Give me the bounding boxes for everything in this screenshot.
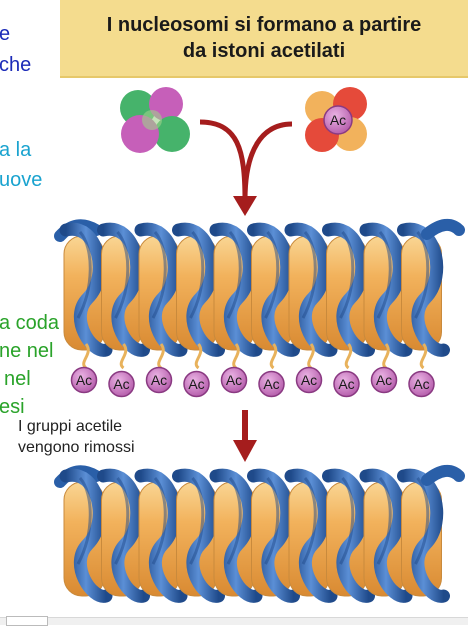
- dna-wrap-shade: [414, 231, 430, 319]
- histone-tail: [119, 343, 128, 370]
- merge-arrow: [199, 119, 293, 216]
- dna-wrap-shade: [76, 231, 92, 319]
- dna-wrap: [97, 468, 150, 603]
- acetylated-histone-octamer-icon: Ac: [305, 87, 367, 152]
- dna-wrap-shade: [114, 477, 130, 565]
- dna-wrap-shade: [76, 477, 92, 565]
- left-text-fragment-8: esi: [0, 396, 25, 418]
- left-text-fragment-2: che: [0, 54, 32, 76]
- dna-wrap-shade: [264, 477, 280, 565]
- histone-octamer-icon: [120, 87, 190, 153]
- deacetylation-arrow: [233, 410, 257, 462]
- dna-wrap-shade: [376, 231, 392, 319]
- dna-wrap-shade: [414, 477, 430, 565]
- acetyl-group-marker: [295, 366, 323, 394]
- dna-wrap: [322, 468, 375, 603]
- acetyl-marker-label: Ac: [188, 376, 204, 392]
- dna-wrap: [172, 468, 225, 603]
- dna-wrap: [359, 468, 413, 603]
- acetyl-group-marker: [183, 370, 210, 398]
- dna-wrap-shade: [114, 231, 130, 319]
- acetyl-marker-label: Ac: [113, 376, 129, 392]
- acetyl-marker-label: Ac: [376, 372, 392, 388]
- deacetylated-chromatin-fiber: [54, 464, 465, 603]
- left-text-fragment-1: e: [0, 23, 11, 45]
- histone-tail: [382, 343, 390, 370]
- dna-wrap-shade: [264, 231, 280, 319]
- dna-wrap-shade: [189, 477, 205, 565]
- left-text-fragment-3: a la: [0, 139, 32, 161]
- dna-wrap-shade: [339, 231, 355, 319]
- dna-wrap-shade: [151, 477, 167, 565]
- acetyl-marker-label: Ac: [338, 376, 354, 392]
- title-line-1: I nucleosomi si formano a partire: [106, 14, 422, 36]
- histone-tail: [419, 343, 428, 370]
- dna-wrap-shade: [226, 231, 242, 319]
- dna-end-right: [421, 218, 465, 240]
- acetyl-marker-label: Ac: [413, 376, 429, 392]
- dna-wrap: [247, 222, 300, 357]
- dna-wrap: [209, 468, 263, 603]
- caption-line-1: I gruppi acetile: [18, 418, 123, 435]
- acetyl-label: Ac: [330, 112, 346, 128]
- dna-wrap: [284, 222, 338, 357]
- dna-wrap: [247, 468, 300, 603]
- dna-wrap: [134, 222, 188, 357]
- bottom-page-tab[interactable]: [6, 616, 48, 626]
- dna-wrap: [359, 222, 413, 357]
- acetyl-group-marker: [220, 366, 248, 394]
- dna-end-right: [421, 464, 465, 486]
- left-text-fragment-4: uove: [0, 169, 43, 191]
- acetyl-marker-label: Ac: [301, 372, 317, 388]
- bottom-scrollbar[interactable]: [0, 617, 468, 625]
- acetyl-group-marker: [108, 370, 135, 398]
- histone-tail: [344, 343, 353, 370]
- acetyl-marker-label: Ac: [263, 376, 279, 392]
- acetyl-group-marker: [408, 370, 435, 398]
- left-text-fragment-7: nel: [4, 368, 31, 390]
- dna-wrap-shade: [301, 477, 317, 565]
- histone-tail: [194, 343, 203, 370]
- dna-wrap-shade: [189, 231, 205, 319]
- acetyl-marker-label: Ac: [226, 372, 242, 388]
- acetyl-group-marker: [70, 366, 98, 394]
- dna-wrap: [97, 222, 150, 357]
- dna-wrap-shade: [339, 477, 355, 565]
- dna-wrap-shade: [151, 231, 167, 319]
- histone-tail: [157, 343, 165, 370]
- dna-wrap: [209, 222, 263, 357]
- acetyl-group-marker: [370, 366, 398, 394]
- dna-wrap: [59, 222, 113, 357]
- histone-tail: [269, 343, 278, 370]
- acetyl-group-marker: [145, 366, 173, 394]
- caption-line-2: vengono rimossi: [18, 439, 135, 456]
- dna-wrap: [59, 468, 113, 603]
- left-text-fragment-5: a coda: [0, 312, 60, 334]
- histone-tail: [82, 343, 90, 370]
- left-text-fragment-6: ne nel: [0, 340, 54, 362]
- histone-tail: [232, 343, 240, 370]
- histone-tail: [307, 343, 315, 370]
- dna-wrap: [322, 222, 375, 357]
- acetyl-marker-label: Ac: [151, 372, 167, 388]
- dna-wrap: [134, 468, 188, 603]
- dna-wrap-shade: [301, 231, 317, 319]
- acetyl-group-marker: [333, 370, 360, 398]
- acetylated-chromatin-fiber: Ac Ac Ac Ac Ac Ac Ac Ac Ac Ac: [54, 218, 465, 398]
- dna-wrap-shade: [226, 477, 242, 565]
- deacetylation-caption: I gruppi acetile vengono rimossi: [18, 416, 135, 458]
- title-line-2: da istoni acetilati: [182, 40, 346, 62]
- dna-wrap: [284, 468, 338, 603]
- dna-wrap-shade: [376, 477, 392, 565]
- title-banner: I nucleosomi si formano a partire da ist…: [60, 0, 468, 78]
- acetyl-marker-label: Ac: [76, 372, 92, 388]
- dna-wrap: [172, 222, 225, 357]
- acetyl-group-marker: [258, 370, 285, 398]
